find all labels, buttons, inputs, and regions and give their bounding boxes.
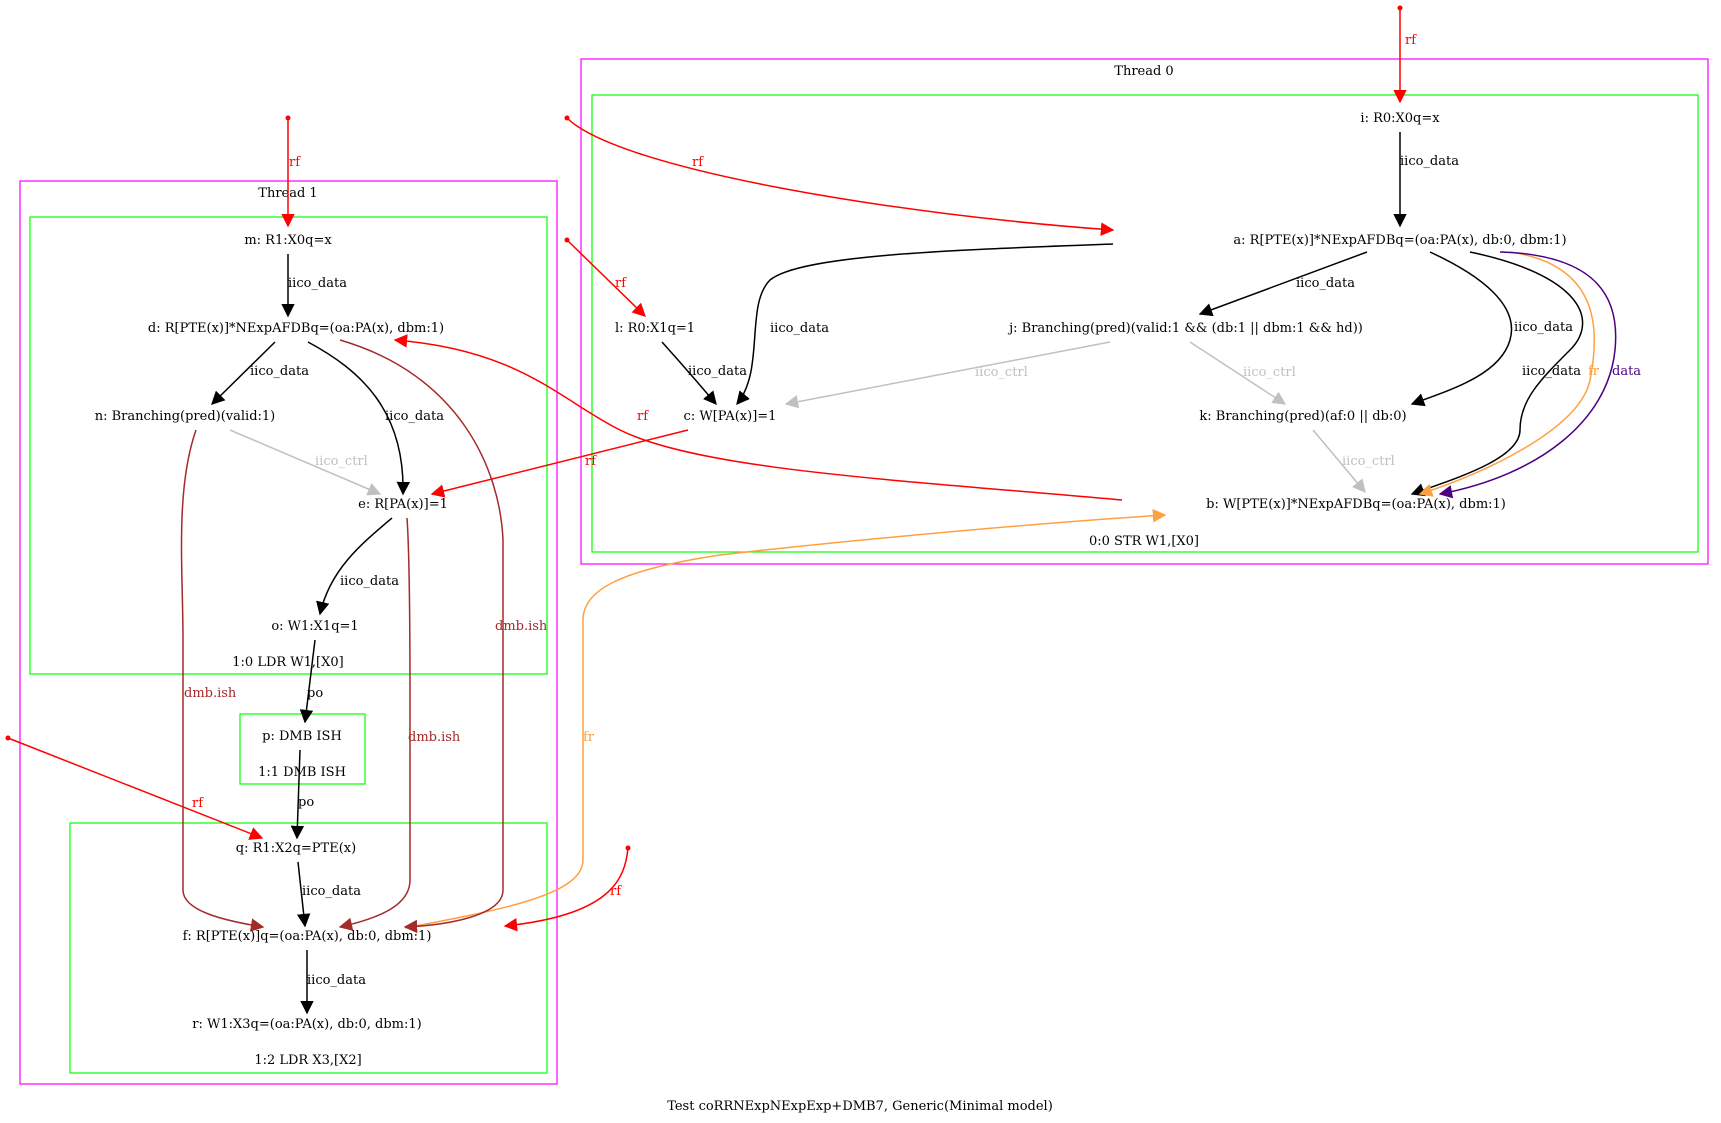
edge-rf-c-to-e bbox=[430, 429, 689, 498]
thread-0-box bbox=[580, 58, 1709, 565]
edge-e-to-o bbox=[316, 517, 393, 616]
edge-label-rf-c-e: rf bbox=[585, 454, 597, 469]
edge-label-dmb-n-f: dmb.ish bbox=[184, 686, 237, 701]
edge-k-to-b bbox=[1312, 429, 1366, 494]
edge-label-po-p-q: po bbox=[298, 795, 314, 810]
edge-label-iico-f-r: iico_data bbox=[307, 973, 366, 988]
edge-label-iico-i-a: iico_data bbox=[1400, 154, 1459, 169]
node-r: r: W1:X3q=(oa:PA(x), db:0, dbm:1) bbox=[192, 1017, 421, 1032]
edge-label-ctrl-j-c: iico_ctrl bbox=[975, 365, 1028, 380]
edge-label-rf-l: rf bbox=[615, 276, 627, 291]
node-o: o: W1:X1q=1 bbox=[271, 619, 358, 634]
node-j: j: Branching(pred)(valid:1 && (db:1 || d… bbox=[1007, 321, 1363, 336]
thread-1-instr1-label: 1:1 DMB ISH bbox=[258, 765, 346, 780]
edge-dmb-d-to-f bbox=[339, 339, 504, 934]
edge-n-to-e bbox=[229, 429, 382, 496]
thread-0-instr-box bbox=[591, 94, 1699, 553]
node-p: p: DMB ISH bbox=[262, 729, 342, 744]
edge-a-to-j bbox=[1198, 251, 1368, 317]
node-b: b: W[PTE(x)]*NExpAFDBq=(oa:PA(x), dbm:1) bbox=[1206, 497, 1506, 512]
node-c: c: W[PA(x)]=1 bbox=[684, 409, 777, 424]
edge-label-rf-m: rf bbox=[289, 155, 301, 170]
edge-label-rf-f: rf bbox=[610, 884, 622, 899]
edge-label-rf-q: rf bbox=[192, 796, 204, 811]
thread-0-label: Thread 0 bbox=[1114, 64, 1173, 79]
edge-fr-f-to-b bbox=[404, 509, 1167, 929]
edge-label-iico-m-d: iico_data bbox=[288, 276, 347, 291]
node-a: a: R[PTE(x)]*NExpAFDBq=(oa:PA(x), db:0, … bbox=[1233, 233, 1566, 248]
node-f: f: R[PTE(x)]q=(oa:PA(x), db:0, dbm:1) bbox=[183, 929, 432, 944]
edge-rf-b-to-d bbox=[393, 334, 1123, 501]
edge-j-to-c bbox=[784, 341, 1111, 409]
edge-data-a-to-b bbox=[1438, 251, 1617, 499]
edge-j-to-k bbox=[1189, 341, 1287, 405]
edge-a-to-b bbox=[1410, 251, 1584, 497]
edge-d-to-n bbox=[211, 341, 276, 405]
edge-rf-to-q bbox=[7, 737, 264, 840]
edge-rf-to-f bbox=[503, 847, 629, 932]
edge-rf-to-a bbox=[566, 117, 1115, 236]
edge-label-po-o-p: po bbox=[307, 686, 323, 701]
edge-label-iico-d-n: iico_data bbox=[250, 364, 309, 379]
edge-label-iico-a-k: iico_data bbox=[1514, 320, 1573, 335]
edge-p-to-q bbox=[290, 749, 305, 840]
node-l: l: R0:X1q=1 bbox=[615, 321, 695, 336]
edge-label-iico-a-b: iico_data bbox=[1522, 364, 1581, 379]
edge-l-to-c bbox=[661, 341, 717, 406]
edge-label-iico-a-c: iico_data bbox=[770, 321, 829, 336]
thread-1-instr2-label: 1:2 LDR X3,[X2] bbox=[254, 1053, 361, 1068]
edge-label-iico-l-c: iico_data bbox=[688, 364, 747, 379]
edge-label-iico-a-j: iico_data bbox=[1296, 276, 1355, 291]
edge-label-data-a-b: data bbox=[1612, 364, 1641, 379]
edge-rf-to-l bbox=[566, 239, 646, 317]
edge-label-ctrl-j-k: iico_ctrl bbox=[1243, 365, 1296, 380]
thread-1-instr0-label: 1:0 LDR W1,[X0] bbox=[232, 655, 343, 670]
edge-label-iico-q-f: iico_data bbox=[302, 884, 361, 899]
edge-label-rf-i: rf bbox=[1405, 33, 1417, 48]
node-q: q: R1:X2q=PTE(x) bbox=[236, 841, 356, 856]
edge-label-fr-a-b: fr bbox=[1588, 364, 1600, 379]
edge-dmb-n-to-f bbox=[180, 429, 265, 932]
edge-label-fr-f-b: fr bbox=[583, 730, 595, 745]
edge-label-iico-d-e: iico_data bbox=[385, 409, 444, 424]
node-m: m: R1:X0q=x bbox=[244, 233, 332, 248]
edge-label-dmb-e-f: dmb.ish bbox=[408, 730, 461, 745]
edge-label-ctrl-n-e: iico_ctrl bbox=[315, 454, 368, 469]
edge-label-rf-b-d: rf bbox=[637, 409, 649, 424]
node-e: e: R[PA(x)]=1 bbox=[358, 497, 448, 512]
thread-1-instr2-box bbox=[69, 822, 548, 1074]
edge-fr-a-to-b bbox=[1418, 251, 1596, 497]
graph-caption: Test coRRNExpNExpExp+DMB7, Generic(Minim… bbox=[667, 1099, 1053, 1114]
edge-d-to-e bbox=[307, 341, 411, 496]
edge-label-dmb-d-f: dmb.ish bbox=[495, 619, 548, 634]
node-k: k: Branching(pred)(af:0 || db:0) bbox=[1199, 409, 1406, 424]
edge-dmb-e-to-f bbox=[338, 517, 411, 931]
edge-label-ctrl-k-b: iico_ctrl bbox=[1342, 454, 1395, 469]
node-d: d: R[PTE(x)]*NExpAFDBq=(oa:PA(x), dbm:1) bbox=[148, 321, 444, 336]
edge-q-to-f bbox=[296, 861, 311, 928]
edge-a-to-k bbox=[1410, 251, 1513, 407]
edge-label-iico-e-o: iico_data bbox=[340, 574, 399, 589]
edge-o-to-p bbox=[299, 639, 316, 724]
edge-label-rf-a: rf bbox=[692, 155, 704, 170]
edge-a-to-c bbox=[736, 243, 1114, 406]
node-n: n: Branching(pred)(valid:1) bbox=[95, 409, 276, 424]
thread-0-instr-label: 0:0 STR W1,[X0] bbox=[1089, 534, 1199, 549]
node-i: i: R0:X0q=x bbox=[1360, 111, 1440, 126]
